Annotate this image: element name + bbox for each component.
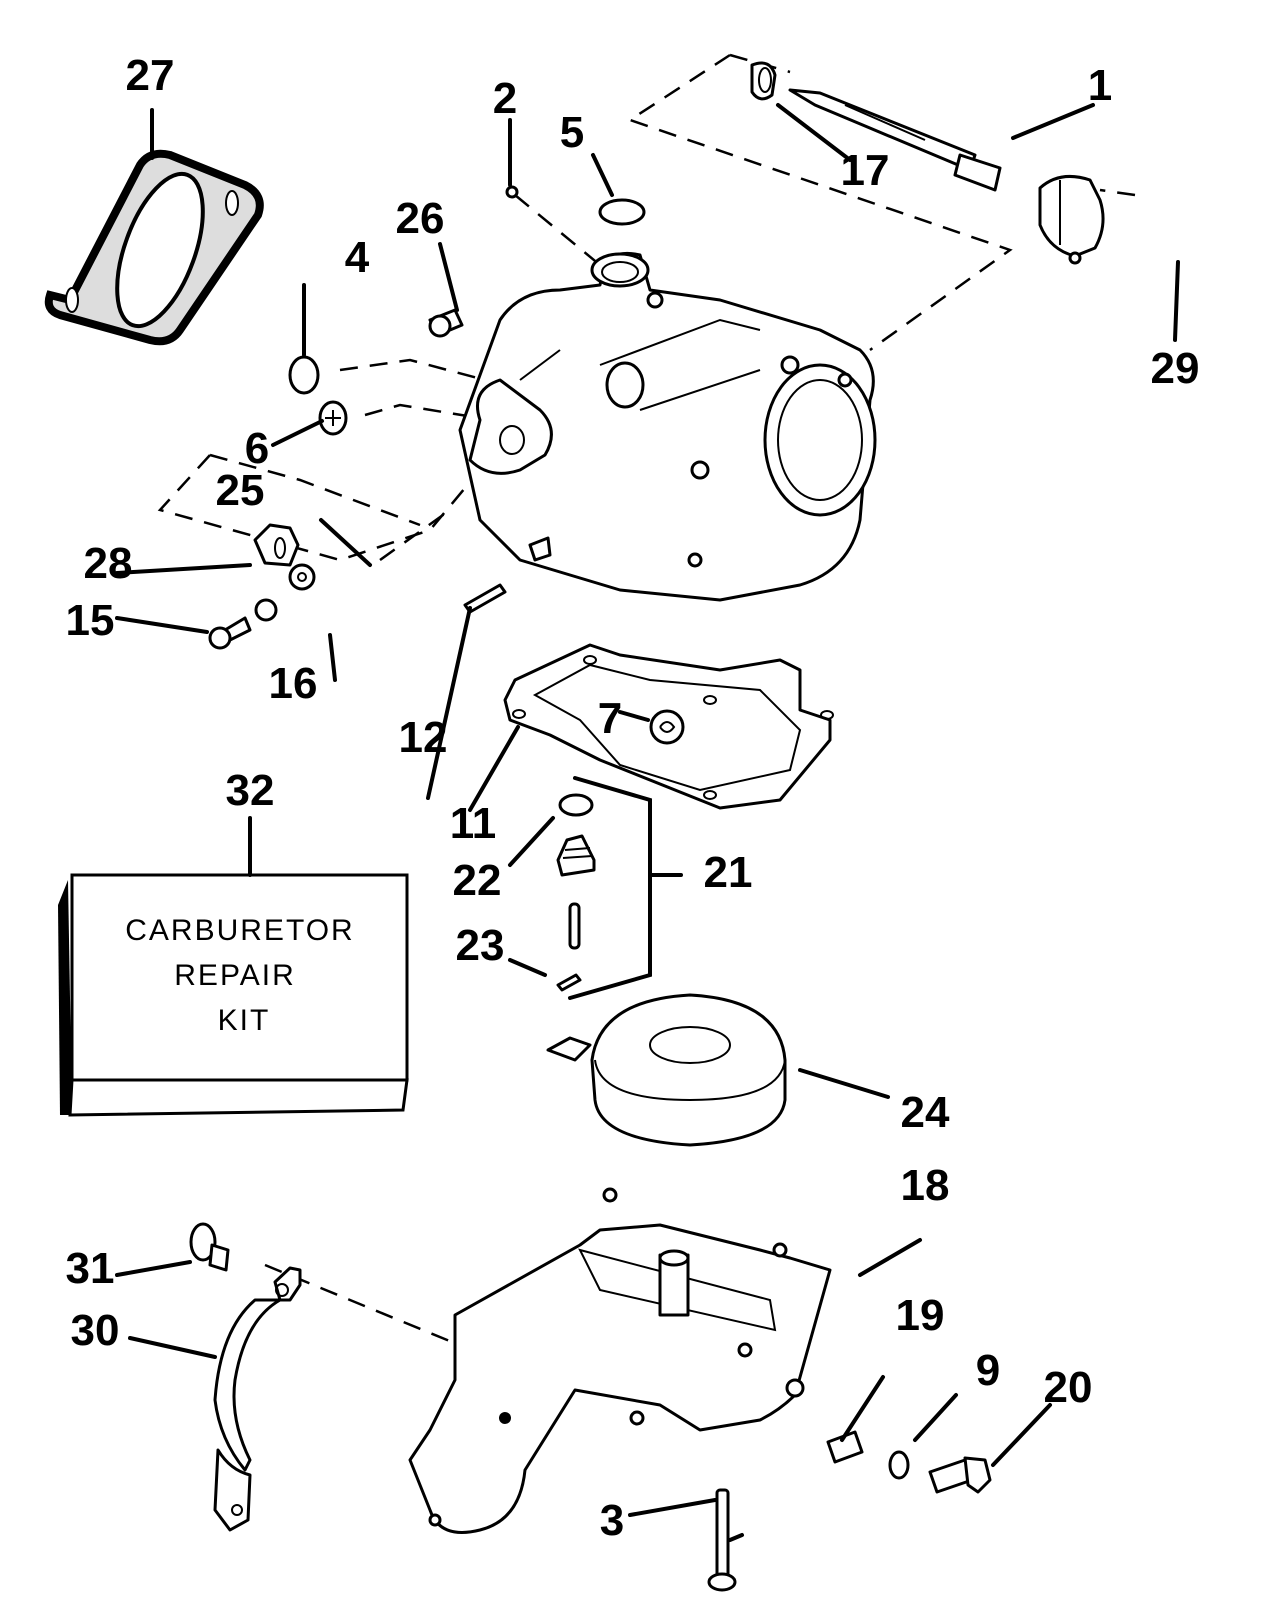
callout-31: 31 [66, 1244, 115, 1293]
fitting-part-26 [428, 308, 464, 338]
callout-23: 23 [456, 921, 505, 970]
callout-22: 22 [453, 856, 502, 905]
gasket-part-27 [44, 149, 264, 346]
callout-27: 27 [126, 51, 175, 100]
float-bowl-part-18 [408, 1187, 832, 1534]
callout-6: 6 [245, 424, 269, 473]
callout-12: 12 [399, 713, 448, 762]
callout-24: 24 [901, 1088, 950, 1137]
callout-2: 2 [493, 74, 517, 123]
drain-screw-part-20 [928, 1456, 992, 1494]
washer-part-25 [288, 563, 316, 591]
clamp-part-30 [213, 1266, 302, 1532]
washer-part-9 [888, 1450, 910, 1480]
callout-15: 15 [66, 596, 115, 645]
callout-20: 20 [1044, 1363, 1093, 1412]
callout-21: 21 [704, 848, 753, 897]
leader-lines [115, 103, 1180, 1542]
needle-valve-part-1 [788, 88, 1002, 192]
screw-part-15 [208, 616, 252, 650]
kit-box-line-3: KIT [218, 1004, 271, 1037]
callout-32: 32 [226, 766, 275, 815]
callout-1: 1 [1088, 61, 1112, 110]
callout-18: 18 [901, 1161, 950, 1210]
clip-part-23 [556, 973, 582, 992]
bracket-part-21 [568, 776, 652, 1000]
seal-part-7 [649, 709, 685, 745]
callout-28: 28 [84, 539, 133, 588]
callout-26: 26 [396, 194, 445, 243]
knob-part-29 [1038, 174, 1105, 265]
retainer-part-6 [318, 400, 348, 436]
callout-30: 30 [71, 1306, 120, 1355]
inlet-needle [568, 902, 581, 950]
callout-5: 5 [560, 108, 584, 157]
packing-nut-part-17 [750, 61, 777, 101]
carburetor-body [458, 251, 877, 602]
callout-4: 4 [345, 233, 370, 282]
callout-7: 7 [598, 694, 622, 743]
callout-19: 19 [896, 1291, 945, 1340]
screw-part-31 [189, 1222, 230, 1272]
assembly-dashed-lines [157, 53, 1136, 1372]
callout-9: 9 [976, 1346, 1000, 1395]
callout-17: 17 [841, 146, 890, 195]
gasket-part-22 [558, 793, 594, 817]
callout-labels: 1 2 3 4 5 6 7 9 11 12 15 16 17 18 19 20 … [66, 51, 1200, 1545]
callout-3: 3 [600, 1496, 624, 1545]
plug-part-5 [598, 198, 646, 226]
callout-29: 29 [1151, 344, 1200, 393]
callout-11: 11 [450, 799, 497, 848]
lock-washer-part-16 [254, 598, 278, 622]
o-ring-part-4 [288, 355, 320, 395]
needle-seat [556, 834, 596, 877]
kit-box-line-2: REPAIR [174, 959, 295, 992]
kit-box-line-1: CARBURETOR [125, 914, 354, 947]
callout-16: 16 [269, 659, 318, 708]
repair-kit-box-part-32: CARBURETOR REPAIR KIT [58, 873, 409, 1117]
screw-part-3 [707, 1488, 737, 1592]
ball-part-2 [505, 185, 519, 199]
nut-part-28 [253, 523, 300, 567]
callout-25: 25 [216, 466, 265, 515]
float-part-24 [546, 993, 787, 1147]
